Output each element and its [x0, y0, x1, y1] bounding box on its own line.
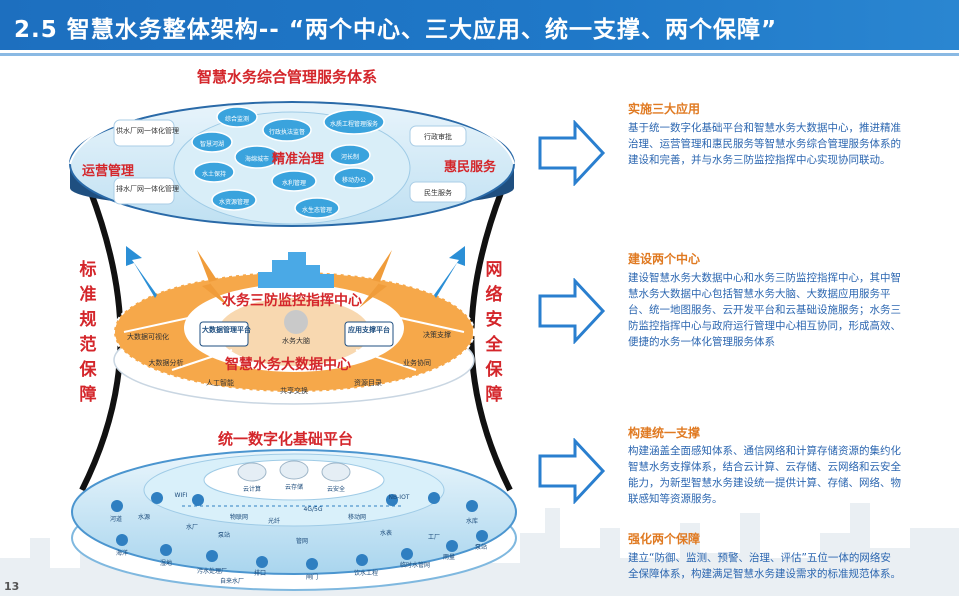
- bottom-item: 云存储: [284, 484, 303, 491]
- top-center-item: 水质工程管理服务: [329, 121, 378, 128]
- top-center-item: 移动办公: [341, 177, 366, 184]
- hollow-arrow-icon: [538, 120, 606, 186]
- middle-item: 大数据分析: [148, 359, 184, 367]
- bottom-item: 海洋: [115, 550, 128, 557]
- bottom-item: 闸门: [305, 574, 318, 581]
- architecture-diagram: 智慧水务综合管理服务体系 运营管理 精准治理 惠民服务 供水厂网一体化管理 排水…: [62, 60, 522, 596]
- bottom-item: WIFI: [174, 492, 188, 499]
- bottom-item: 水厂: [185, 524, 198, 531]
- bottom-item: 饮水工程: [353, 570, 378, 577]
- title-underline: [0, 53, 959, 56]
- page-number: 13: [4, 580, 20, 593]
- bottom-item: 雨量: [442, 554, 455, 561]
- hollow-arrow-icon: [538, 438, 606, 504]
- top-center-item: 行政执法监督: [268, 129, 305, 136]
- section-body: 建设智慧水务大数据中心和水务三防监控指挥中心，其中智 慧水务大数据中心包括智慧水…: [628, 272, 901, 348]
- bottom-item: 4G/5G: [303, 506, 323, 513]
- right-vertical-label: 网络安全保障: [485, 260, 503, 405]
- top-center-item: 智慧河湖: [199, 141, 224, 148]
- middle-item: 资源目录: [354, 379, 382, 387]
- bottom-item: 河道: [109, 516, 122, 523]
- bottom-item: NB-IOT: [388, 494, 410, 501]
- top-right-item: 民生服务: [424, 189, 452, 197]
- bottom-item: 湿地: [159, 560, 172, 567]
- bottom-item: 排口: [253, 570, 266, 577]
- bottom-item: 云安全: [326, 486, 345, 493]
- top-center-item: 水资源管理: [218, 199, 249, 206]
- bottom-item: 移动网: [347, 514, 366, 521]
- middle-item: 水务大脑: [282, 337, 310, 345]
- middle-title-data-center: 智慧水务大数据中心: [225, 357, 351, 373]
- diagram-graphics: [69, 98, 517, 591]
- section-body: 建立“防御、监测、预警、治理、评估”五位一体的网络安 全保障体系，构建满足智慧水…: [628, 552, 901, 580]
- middle-item: 共享交换: [280, 387, 308, 395]
- section-heading: 建设两个中心: [628, 252, 701, 266]
- bottom-item: 云计算: [242, 486, 261, 493]
- top-right-label: 惠民服务: [444, 160, 497, 175]
- section-heading: 构建统一支撑: [628, 426, 701, 440]
- section-heading: 强化两个保障: [628, 532, 701, 546]
- top-layer-title: 智慧水务综合管理服务体系: [197, 68, 378, 86]
- bottom-item: 泵站: [474, 544, 487, 551]
- middle-item: 决策支撑: [423, 331, 451, 339]
- top-center-label: 精准治理: [272, 152, 325, 167]
- bottom-item: 水库: [465, 518, 478, 525]
- top-center-item: 水利管理: [281, 180, 306, 187]
- section-body: 基于统一数字化基础平台和智慧水务大数据中心，推进精准 治理、运营管理和惠民服务等…: [628, 122, 901, 166]
- bottom-item: 水表: [379, 530, 392, 537]
- middle-item: 应用支撑平台: [348, 326, 390, 334]
- bottom-item: 自来水厂: [219, 578, 244, 585]
- middle-title-command-center: 水务三防监控指挥中心: [222, 293, 362, 309]
- bottom-item: 光纤: [267, 518, 280, 525]
- top-left-item: 供水厂网一体化管理: [116, 127, 179, 135]
- top-center-item: 水土保持: [201, 171, 226, 178]
- hollow-arrow-icon: [538, 278, 606, 344]
- middle-item: 人工智能: [206, 379, 234, 387]
- top-right-item: 行政审批: [424, 133, 452, 141]
- bottom-item: 临时水管网: [399, 562, 430, 569]
- top-center-item: 海绵城市: [244, 156, 269, 163]
- bottom-item: 工厂: [427, 534, 440, 541]
- left-vertical-label: 标准规范保障: [79, 260, 97, 405]
- bottom-item: 管网: [295, 538, 308, 545]
- top-left-item: 排水厂网一体化管理: [116, 185, 179, 193]
- top-center-item: 水生态管理: [301, 207, 332, 214]
- middle-item: 业务协同: [403, 359, 431, 367]
- top-center-item: 综合监测: [224, 116, 249, 123]
- top-center-item: 河长制: [340, 154, 359, 161]
- bottom-item: 物联网: [229, 514, 248, 521]
- page-title: 2.5 智慧水务整体架构-- “两个中心、三大应用、统一支撑、两个保障”: [14, 17, 778, 43]
- bottom-item: 污水处理厂: [196, 568, 227, 575]
- section-body: 构建涵盖全面感知体系、通信网络和计算存储资源的集约化 智慧水务支撑体系，结合云计…: [628, 445, 901, 505]
- middle-item: 大数据管理平台: [202, 326, 251, 334]
- top-left-label: 运营管理: [82, 164, 135, 179]
- title-bar: 2.5 智慧水务整体架构-- “两个中心、三大应用、统一支撑、两个保障”: [0, 0, 959, 50]
- bottom-item: 水源: [137, 514, 150, 521]
- bottom-item: 泵站: [217, 532, 230, 539]
- middle-item: 大数据可视化: [127, 333, 169, 341]
- bottom-layer-title: 统一数字化基础平台: [218, 430, 354, 448]
- section-heading: 实施三大应用: [628, 102, 701, 116]
